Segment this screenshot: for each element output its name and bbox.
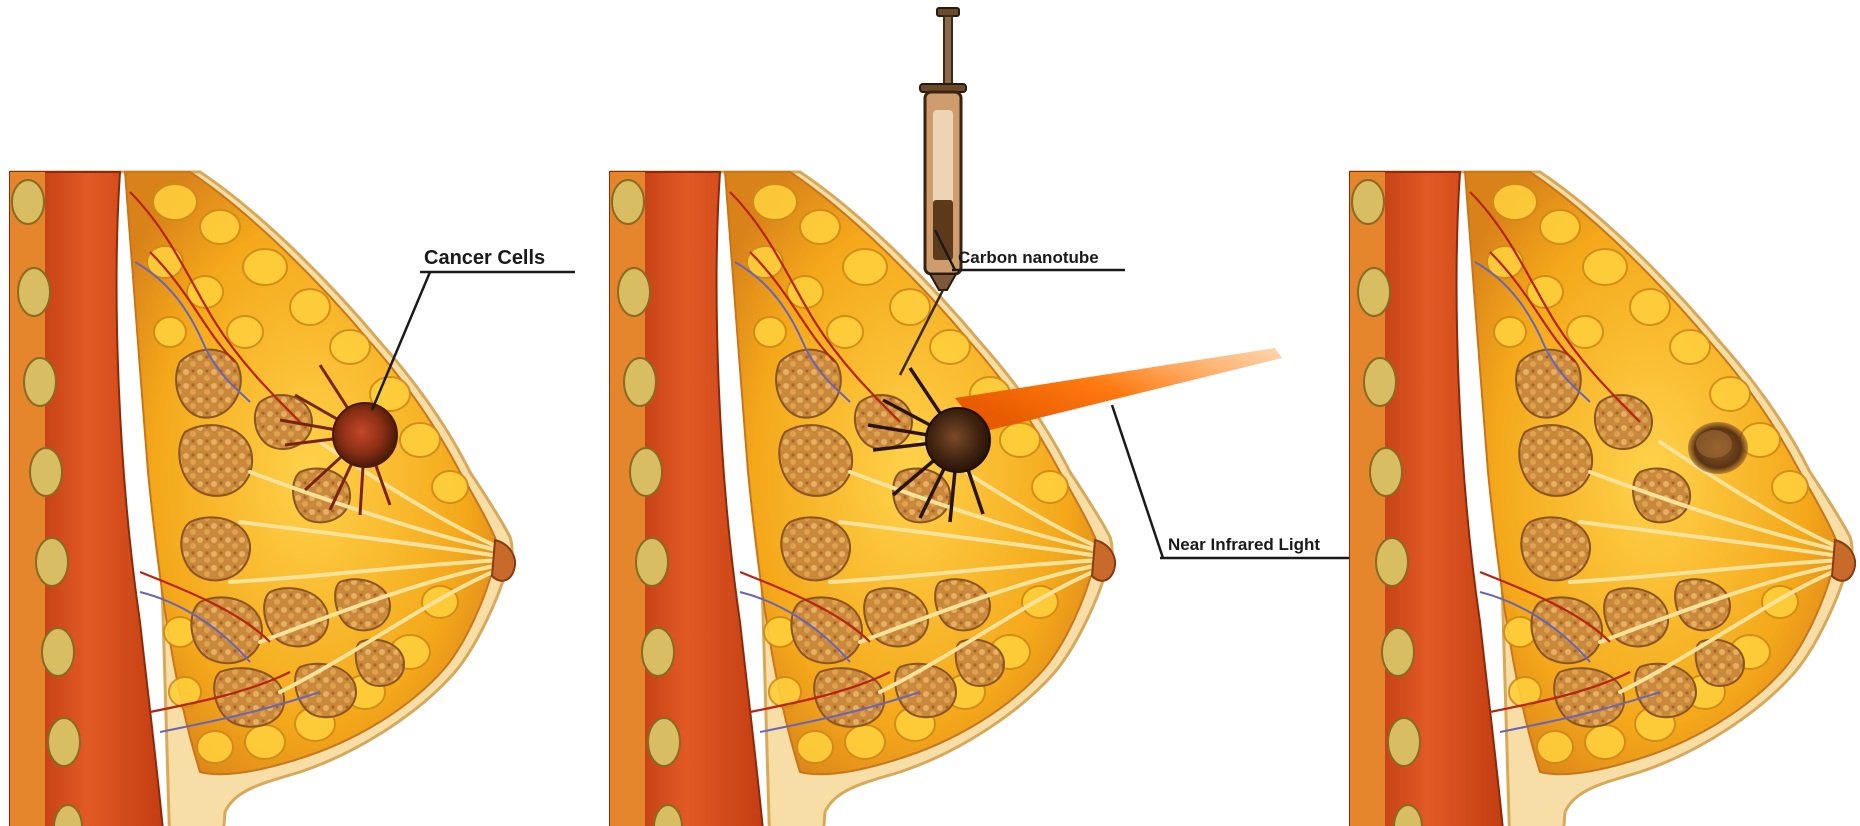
panel-after-treatment: [1350, 172, 1855, 826]
ablated-tumor-icon: [1688, 422, 1748, 474]
carbon-nanotube-label: Carbon nanotube: [958, 248, 1099, 267]
cancer-cells-label: Cancer Cells: [424, 247, 545, 269]
near-infrared-light-label: Near Infrared Light: [1168, 535, 1320, 554]
panel-before-treatment: Cancer Cells: [10, 172, 575, 826]
panel-treatment: Carbon nanotube Near Infrared Light: [610, 8, 1365, 826]
near-infrared-leader-line: [1112, 405, 1163, 558]
